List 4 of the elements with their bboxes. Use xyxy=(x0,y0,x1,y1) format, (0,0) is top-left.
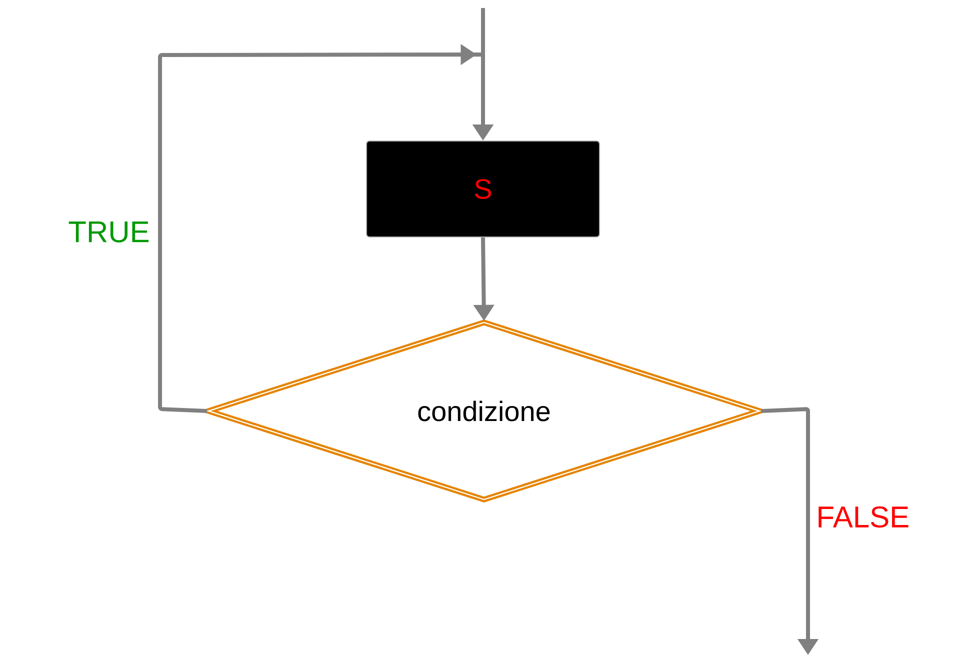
edge-label: FALSE xyxy=(818,506,908,528)
arrow xyxy=(158,44,494,413)
edge-label: TRUE xyxy=(68,222,149,242)
process-box: S xyxy=(366,140,600,238)
